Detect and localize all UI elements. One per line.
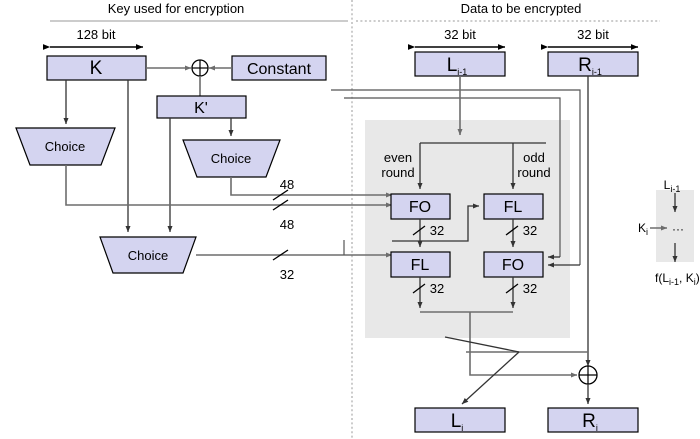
block-fo-even-label: FO <box>409 199 431 216</box>
odd-round-label-line2: round <box>517 165 550 180</box>
section-title-data: Data to be encrypted <box>461 1 582 16</box>
slash-fl-odd-out <box>505 225 519 236</box>
constant-block-label: Constant <box>247 61 312 78</box>
odd-round-label-line1: odd <box>523 150 545 165</box>
bus-slash-32 <box>272 249 289 261</box>
bus-label-48-lower: 48 <box>280 217 294 232</box>
output-block-r-label: Ri <box>582 411 598 433</box>
output-block-l[interactable] <box>414 407 506 433</box>
legend-output-label: f(Li-1, Ki) <box>655 271 700 287</box>
section-title-key: Key used for encryption <box>108 1 245 16</box>
block-fo-even[interactable] <box>390 193 451 220</box>
feedback-frame-outer <box>331 89 581 265</box>
input-block-r-label: Ri-1 <box>578 55 602 77</box>
key-block-k-label: K <box>90 58 103 79</box>
wire-choice-left-out <box>65 165 393 208</box>
output-block-r[interactable] <box>547 407 639 433</box>
block-fl-even-label: FL <box>411 257 430 274</box>
input-block-l-label: Li-1 <box>447 55 468 77</box>
choice-left-label: Choice <box>45 139 85 154</box>
wire-crossover-to-li <box>444 336 520 353</box>
label-fl-odd-out: 32 <box>523 223 537 238</box>
label-fl-even-out: 32 <box>430 281 444 296</box>
feedback-frame-inner <box>344 97 561 257</box>
even-round-label-line2: round <box>381 165 414 180</box>
legend-input-label: Li-1 <box>664 178 681 194</box>
bus-label-48-upper: 48 <box>280 177 294 192</box>
slash-fl-even-out <box>412 283 426 294</box>
input-block-r[interactable] <box>547 51 639 77</box>
choice-bottom[interactable] <box>99 236 197 274</box>
block-fl-odd[interactable] <box>483 193 544 220</box>
bus-label-32: 32 <box>280 267 294 282</box>
bus-slash-48-upper <box>272 189 289 201</box>
block-fl-odd-label: FL <box>504 199 523 216</box>
constant-block[interactable] <box>231 55 327 81</box>
slash-fo-odd-out <box>505 283 519 294</box>
choice-bottom-label: Choice <box>128 248 168 263</box>
wire-key-to-fl-odd <box>392 203 480 242</box>
label-fo-even-out: 32 <box>430 223 444 238</box>
wire-crossover-arrow <box>461 351 520 405</box>
bus-slash-48-lower <box>272 199 289 211</box>
legend-key-label: Ki <box>638 221 648 237</box>
dim-32-left-label: 32 bit <box>444 27 476 42</box>
wire-merge-to-xor <box>469 312 578 378</box>
legend-body-glyph: ··· <box>672 222 684 236</box>
output-block-l-label: Li <box>451 411 464 433</box>
label-fo-odd-out: 32 <box>523 281 537 296</box>
slash-fo-even-out <box>412 225 426 236</box>
dim-32-right-label: 32 bit <box>577 27 609 42</box>
kprime-block[interactable] <box>156 95 247 119</box>
choice-mid-label: Choice <box>211 151 251 166</box>
dim-128-label: 128 bit <box>76 27 115 42</box>
choice-mid[interactable] <box>182 139 281 178</box>
kprime-block-label: K' <box>194 100 208 117</box>
choice-left[interactable] <box>15 127 116 166</box>
even-round-label-line1: even <box>384 150 412 165</box>
block-fo-odd-label: FO <box>502 257 524 274</box>
key-block-k[interactable] <box>46 55 147 81</box>
wire-choice-mid-out <box>230 177 393 198</box>
